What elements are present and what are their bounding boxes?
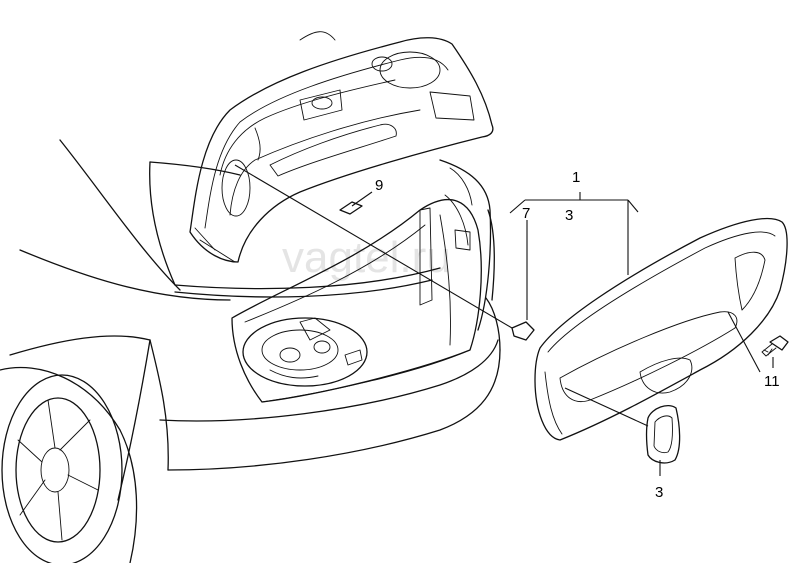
clip-part-7 (511, 321, 535, 341)
watermark: vagtel.ru (282, 233, 451, 282)
screw-part-11 (761, 335, 789, 357)
callout-11: 11 (764, 373, 780, 390)
trunk-compartment (231, 167, 482, 403)
car-body (0, 139, 501, 563)
callout-3-top: 3 (565, 207, 573, 224)
leader-lines (234, 164, 774, 476)
bracket-part-3 (645, 404, 681, 464)
callout-7: 7 (522, 205, 530, 222)
callout-3-bottom: 3 (655, 484, 663, 501)
trim-panel-part-1 (534, 217, 788, 441)
trunk-lid (189, 31, 494, 263)
callout-1: 1 (572, 169, 580, 186)
callout-9: 9 (375, 177, 383, 194)
clip-part-9 (339, 201, 363, 215)
